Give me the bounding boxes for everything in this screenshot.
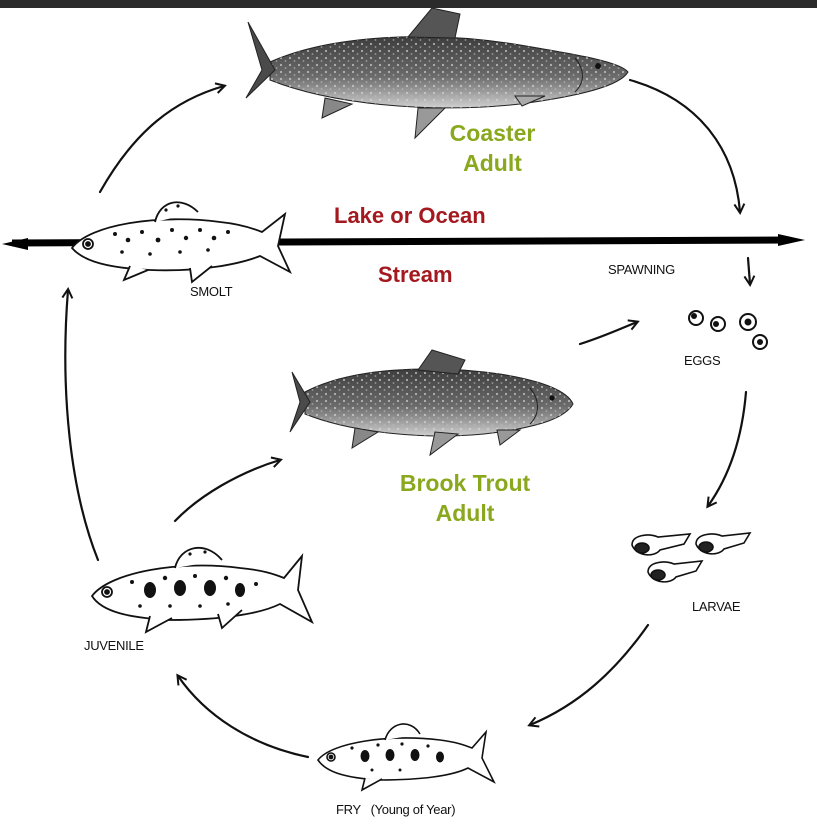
brook-label-line1: Brook Trout <box>399 470 531 496</box>
coaster-adult-label: Coaster Adult <box>440 118 545 178</box>
juvenile-fish <box>90 546 314 634</box>
arrow-juvenile-to-smolt <box>65 290 100 562</box>
smolt-label: SMOLT <box>190 284 233 299</box>
arrow-fry-to-juvenile <box>178 676 310 759</box>
cycle-arrows <box>65 78 750 759</box>
brook-trout-adult-label: Brook Trout Adult <box>385 468 545 528</box>
arrow-larvae-to-fry <box>530 623 650 725</box>
lake-or-ocean-label: Lake or Ocean <box>334 203 486 228</box>
brook-trout-adult-fish <box>289 349 574 457</box>
smolt-fish <box>70 201 292 284</box>
life-cycle-diagram: Coaster Adult Lake or Ocean Stream SPAWN… <box>0 8 817 836</box>
arrow-spawning-to-eggs <box>748 256 750 284</box>
coaster-label-line1: Coaster <box>449 120 536 146</box>
eggs-cluster <box>688 310 768 350</box>
arrow-smolt-to-coaster <box>98 86 224 194</box>
juvenile-label: JUVENILE <box>84 638 144 653</box>
larvae-cluster <box>631 532 752 583</box>
fry-label: FRY (Young of Year) <box>336 802 456 817</box>
stream-label: Stream <box>378 262 453 287</box>
spawning-label: SPAWNING <box>608 262 675 277</box>
larvae-label: LARVAE <box>692 599 741 614</box>
brook-label-line2: Adult <box>435 500 495 526</box>
arrow-eggs-to-larvae <box>708 390 748 506</box>
diagram-graphics <box>2 8 805 792</box>
coaster-label-line2: Adult <box>463 150 522 176</box>
arrow-coaster-to-spawning <box>628 78 740 212</box>
fry-fish <box>317 723 496 792</box>
arrow-juvenile-to-brook <box>173 460 280 523</box>
coaster-adult-fish <box>245 8 629 140</box>
arrow-brook-to-eggs <box>578 322 637 346</box>
eggs-label: EGGS <box>684 353 721 368</box>
